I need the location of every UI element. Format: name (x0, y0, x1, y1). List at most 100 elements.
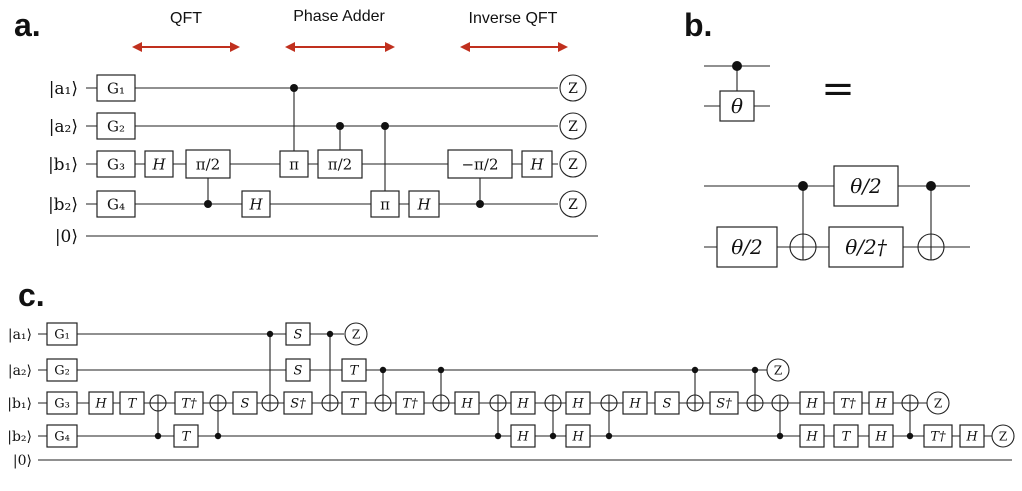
control-dot (214, 432, 222, 440)
gate-t: T (341, 358, 367, 382)
gate-label: T (350, 397, 360, 412)
panel-a-label: a. (14, 7, 41, 43)
gate-g3: G₃ (46, 391, 78, 415)
equals-sign: = (821, 66, 855, 112)
z-measurement: Z (344, 322, 368, 346)
gate-h: H (799, 391, 825, 415)
gate-theta-half: θ/2 (833, 165, 899, 207)
gate-label: H (805, 430, 818, 445)
gate-t-dagger: T† (923, 424, 953, 448)
control-dot (437, 366, 445, 374)
cnot-target (917, 233, 945, 261)
cnot-target (544, 394, 562, 412)
gate-phase-pi: π (370, 190, 400, 218)
qubit-label-a2: |a₂⟩ (8, 363, 32, 379)
qubit-label-a1: |a₁⟩ (8, 327, 32, 343)
gate-h: H (454, 391, 480, 415)
gate-label: π (289, 155, 299, 173)
control-dot (691, 366, 699, 374)
gate-s-dagger: S† (283, 391, 313, 415)
gate-h: H (565, 424, 591, 448)
control-dot (605, 432, 613, 440)
gate-theta-half: θ/2 (716, 226, 778, 268)
gate-g4: G₄ (46, 424, 78, 448)
control-dot (926, 181, 936, 191)
cnot-target (789, 233, 817, 261)
control-dot (906, 432, 914, 440)
gate-label: T† (181, 397, 197, 412)
gate-label: G₄ (107, 195, 125, 213)
gate-phase-pi-2: π/2 (185, 149, 231, 179)
gate-label: T† (402, 397, 418, 412)
control-dot (798, 181, 808, 191)
gate-h: H (959, 424, 985, 448)
gate-controlled-theta: θ (719, 90, 755, 122)
gate-label: S (294, 364, 303, 379)
gate-g2: G₂ (96, 112, 136, 140)
cnot-target (209, 394, 227, 412)
gate-label: π/2 (328, 155, 352, 173)
gate-t-dagger: T† (833, 391, 863, 415)
gate-label: H (571, 430, 584, 445)
gate-label: T (842, 430, 852, 445)
gate-label: S (294, 328, 303, 343)
header-qft: QFT (170, 10, 202, 27)
gate-h: H (622, 391, 648, 415)
gate-label: θ/2† (845, 235, 888, 259)
gate-label: G₄ (54, 430, 70, 445)
gate-label: H (874, 397, 887, 412)
control-dot (290, 84, 298, 92)
gate-g1: G₁ (96, 74, 136, 102)
gate-label: T (350, 364, 360, 379)
gate-g1: G₁ (46, 322, 78, 346)
z-measurement: Z (766, 358, 790, 382)
gate-t-dagger: T† (174, 391, 204, 415)
qubit-label-b2: |b₂⟩ (7, 429, 32, 445)
gate-label: S† (716, 397, 732, 412)
header-phase-adder: Phase Adder (293, 8, 385, 25)
control-dot (154, 432, 162, 440)
phase-adder-span-arrow (285, 42, 395, 52)
gate-label: T† (840, 397, 856, 412)
gate-label: θ/2 (850, 174, 882, 198)
gate-phase-minus-pi-2: −π/2 (447, 149, 513, 179)
control-dot (751, 366, 759, 374)
control-dot (494, 432, 502, 440)
svg-text:Z: Z (999, 429, 1007, 443)
qft-span-arrow (132, 42, 240, 52)
control-dot (549, 432, 557, 440)
control-dot (476, 200, 484, 208)
gate-label: H (805, 397, 818, 412)
gate-label: S (663, 397, 672, 412)
gate-h: H (565, 391, 591, 415)
z-measurement: Z (926, 391, 950, 415)
gate-t: T (173, 424, 199, 448)
qubit-label-b1: |b₁⟩ (7, 396, 32, 412)
gate-label: G₂ (107, 117, 125, 135)
qubit-label-b1: |b₁⟩ (48, 155, 78, 175)
svg-text:Z: Z (934, 396, 942, 410)
svg-text:Z: Z (352, 327, 360, 341)
cnot-target (374, 394, 392, 412)
control-dot (776, 432, 784, 440)
svg-text:Z: Z (568, 119, 578, 135)
z-measurement: Z (991, 424, 1015, 448)
gate-g4: G₄ (96, 190, 136, 218)
gate-label: π (380, 195, 390, 213)
control-dot (381, 122, 389, 130)
gate-label: S† (290, 397, 306, 412)
panel-b-label: b. (684, 7, 712, 43)
gate-t: T (119, 391, 145, 415)
svg-text:Z: Z (568, 157, 578, 173)
gate-label: G₁ (107, 79, 125, 97)
cnot-target (600, 394, 618, 412)
svg-text:Z: Z (568, 197, 578, 213)
gate-h: H (88, 391, 114, 415)
cnot-target (149, 394, 167, 412)
gate-label: T (128, 397, 138, 412)
control-dot (732, 61, 742, 71)
panel-c-label: c. (18, 277, 45, 313)
gate-phase-pi-2: π/2 (317, 149, 363, 179)
gate-label: T (182, 430, 192, 445)
